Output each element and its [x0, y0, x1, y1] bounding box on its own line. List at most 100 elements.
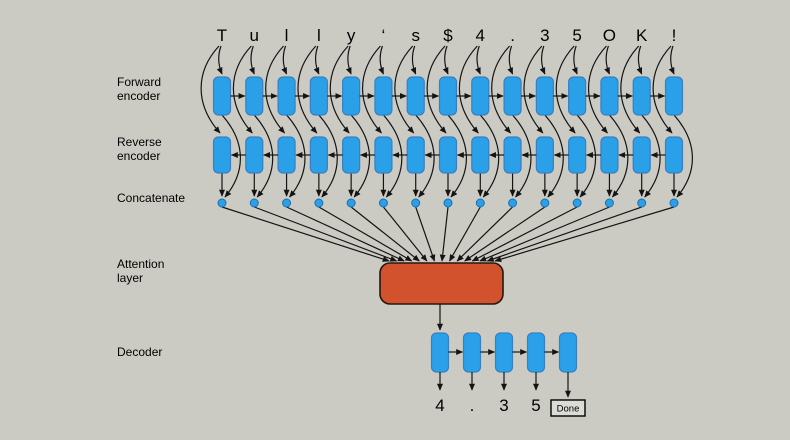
concat-to-attention-arrow [254, 206, 398, 262]
forward-encoder-node [535, 76, 554, 116]
concat-node [378, 198, 388, 208]
concat-node [249, 198, 259, 208]
input-char-text: $ [443, 26, 453, 45]
concat-node [217, 198, 227, 208]
concat-node [282, 198, 292, 208]
forward-encoder-node [212, 76, 232, 116]
forward-encoder-node [277, 76, 296, 116]
forward-to-concat-arrow [447, 114, 467, 198]
concat-to-attention-arrow [486, 206, 642, 262]
label-reverse-encoder-line2: encoder [117, 149, 161, 163]
forward-to-concat-arrow [382, 114, 403, 198]
input-char-text: l [317, 26, 321, 45]
reverse-encoder-node [406, 136, 425, 174]
input-to-reverse-arrow [329, 45, 350, 134]
output-char-text: 4 [435, 396, 444, 415]
reverse-encoder-node [503, 136, 522, 174]
concat-node [604, 198, 614, 208]
concat-to-attention-arrow [415, 206, 436, 262]
concat-to-attention-arrow [494, 206, 675, 263]
forward-encoder-node [342, 76, 361, 116]
reverse-encoder-node [535, 136, 554, 174]
input-to-forward-arrow [539, 45, 546, 75]
forward-encoder-node [600, 76, 619, 116]
input-to-forward-arrow [604, 45, 610, 75]
forward-encoder-node [309, 76, 328, 116]
input-to-reverse-arrow [491, 45, 512, 134]
input-to-forward-arrow [571, 45, 578, 75]
output-char-text: 3 [499, 396, 508, 415]
concat-node [346, 198, 356, 208]
concat-to-attention-arrow [464, 206, 546, 262]
reverse-encoder-node [212, 136, 232, 174]
concat-to-attention-arrow [221, 206, 390, 262]
forward-encoder-node [568, 76, 587, 116]
input-char-text: T [217, 26, 227, 45]
concat-node [314, 198, 324, 208]
concat-to-attention-arrow [471, 206, 578, 262]
concat-to-attention-arrow [479, 206, 610, 262]
concat-to-attention-arrow [318, 206, 413, 262]
input-to-reverse-arrow [523, 45, 544, 134]
concat-node [669, 198, 679, 208]
input-to-reverse-arrow [458, 45, 479, 134]
decoder-node [526, 332, 546, 373]
input-to-forward-arrow [378, 45, 384, 75]
input-to-forward-arrow [249, 45, 255, 75]
input-char-text: s [411, 26, 420, 45]
input-to-forward-arrow [216, 45, 223, 75]
decoder-node [558, 332, 578, 373]
label-decoder: Decoder [117, 345, 162, 359]
reverse-encoder-node [471, 136, 490, 174]
input-char-text: 4 [476, 26, 485, 45]
input-to-forward-arrow [668, 45, 675, 75]
input-to-reverse-arrow [588, 45, 608, 134]
input-char-text: y [347, 26, 356, 45]
input-char-text: ‘ [382, 26, 386, 45]
input-to-forward-arrow [475, 45, 481, 75]
forward-encoder-node [374, 76, 393, 116]
decoder-node [430, 332, 450, 373]
input-to-forward-arrow [313, 45, 320, 75]
forward-to-concat-arrow [544, 114, 564, 198]
input-to-reverse-arrow [394, 45, 415, 134]
forward-to-concat-arrow [318, 114, 338, 198]
input-to-forward-arrow [442, 45, 449, 75]
concat-to-attention-arrow [439, 206, 449, 262]
forward-to-concat-arrow [641, 114, 661, 198]
input-char-text: l [285, 26, 289, 45]
forward-to-concat-arrow [512, 114, 532, 198]
input-to-reverse-arrow [426, 45, 447, 134]
reverse-encoder-node [309, 136, 328, 174]
reverse-encoder-node [245, 136, 264, 174]
label-reverse-encoder: Reverse encoder [117, 135, 162, 163]
forward-encoder-node [632, 76, 651, 116]
concat-to-attention-arrow [449, 206, 481, 262]
forward-encoder-node [245, 76, 264, 116]
label-concatenate: Concatenate [117, 191, 185, 205]
concat-node [540, 198, 550, 208]
label-reverse-encoder-line1: Reverse [117, 135, 162, 149]
forward-encoder-node [471, 76, 490, 116]
forward-to-concat-arrow [479, 114, 500, 198]
forward-to-concat-arrow [608, 114, 629, 198]
reverse-encoder-node [600, 136, 619, 174]
label-attention-layer-line2: layer [117, 271, 144, 285]
input-char-text: O [603, 26, 616, 45]
input-to-forward-arrow [507, 45, 514, 75]
input-char-text: K [636, 26, 648, 45]
forward-to-concat-arrow [286, 114, 306, 198]
input-to-forward-arrow [281, 45, 288, 75]
forward-encoder-node [406, 76, 425, 116]
input-to-reverse-arrow [555, 45, 576, 134]
reverse-encoder-node [342, 136, 361, 174]
forward-to-concat-arrow [576, 114, 597, 198]
concat-to-attention-arrow [382, 206, 428, 262]
forward-encoder-node [664, 76, 684, 116]
label-forward-encoder: Forward encoder [117, 75, 161, 103]
concat-node [475, 198, 485, 208]
input-to-forward-arrow [410, 45, 417, 75]
concat-node [637, 198, 647, 208]
